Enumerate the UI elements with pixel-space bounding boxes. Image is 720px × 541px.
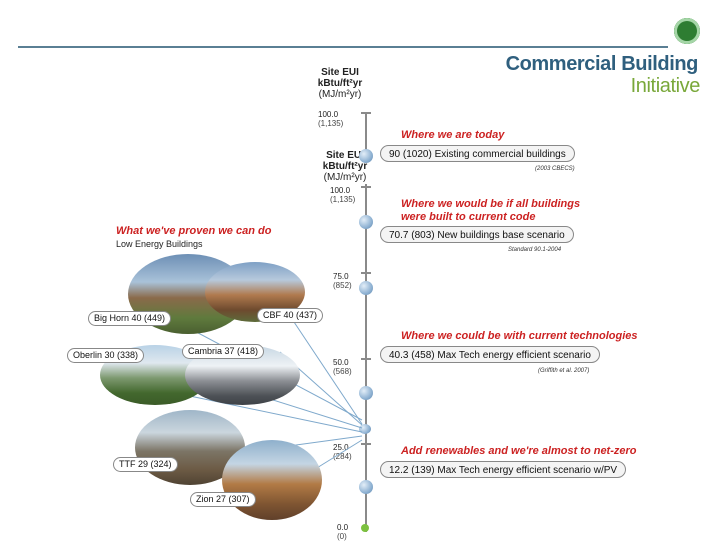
- building-label-ttf: TTF 29 (324): [113, 457, 178, 472]
- scenario-box-maxtech: 40.3 (458) Max Tech energy efficient sce…: [380, 346, 600, 363]
- building-photo-zion: [222, 440, 322, 520]
- scenario-box-existing: 90 (1020) Existing commercial buildings: [380, 145, 575, 162]
- building-label-zion: Zion 27 (307): [190, 492, 256, 507]
- building-label-oberlin: Oberlin 30 (338): [67, 348, 144, 363]
- scenario-heading-code: Where we would be if all buildings were …: [401, 198, 601, 224]
- scenario-heading-today: Where we are today: [401, 129, 504, 142]
- scenario-heading-renewables: Add renewables and we're almost to net-z…: [401, 445, 637, 458]
- proven-subheading: Low Energy Buildings: [116, 239, 203, 249]
- scenario-box-pv: 12.2 (139) Max Tech energy efficient sce…: [380, 461, 626, 478]
- scenario-box-base: 70.7 (803) New buildings base scenario: [380, 226, 574, 243]
- building-label-cbf: CBF 40 (437): [257, 308, 323, 323]
- scenario-source-standard: Standard 90.1-2004: [508, 247, 561, 253]
- building-label-cambria: Cambria 37 (418): [182, 344, 264, 359]
- scenario-heading-current-tech: Where we could be with current technolog…: [401, 330, 638, 343]
- scenario-source-griffith: (Griffith et al. 2007): [538, 368, 589, 374]
- proven-heading: What we've proven we can do: [116, 225, 271, 238]
- scenario-source-cbecs: (2003 CBECS): [535, 166, 575, 172]
- building-label-bighorn: Big Horn 40 (449): [88, 311, 171, 326]
